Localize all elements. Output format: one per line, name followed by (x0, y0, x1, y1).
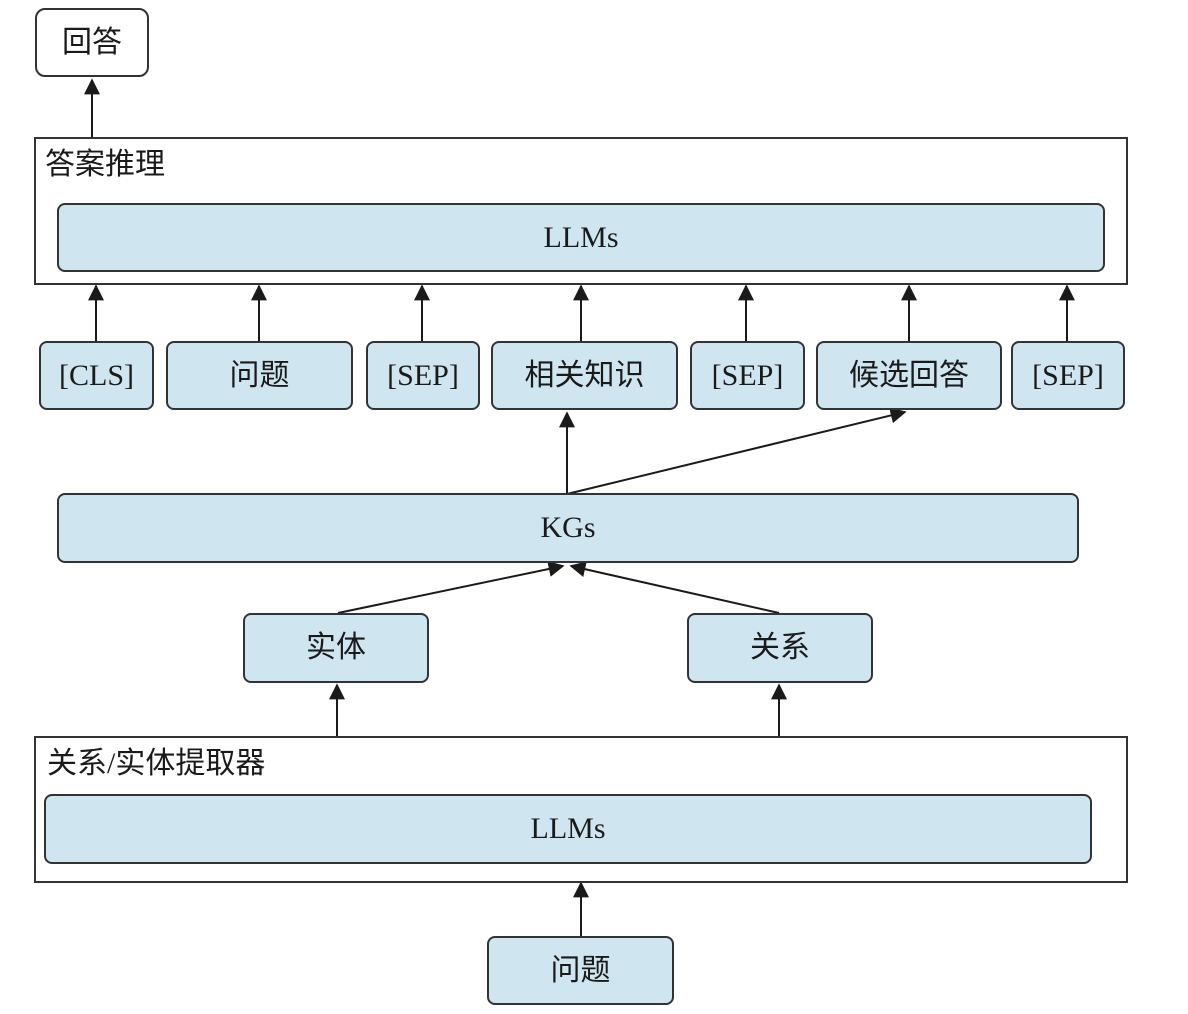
relation-node: 关系 (687, 613, 873, 683)
token-question: 问题 (166, 341, 353, 410)
extractor-title: 关系/实体提取器 (47, 747, 266, 780)
arrow-entity-to-kgs (337, 561, 565, 614)
answer-reasoning-title: 答案推理 (45, 148, 165, 181)
extractor-llm: LLMs (44, 794, 1092, 864)
token-sep-3: [SEP] (1011, 341, 1125, 410)
answer-reasoning-llm: LLMs (57, 203, 1105, 272)
entity-node: 实体 (243, 613, 429, 683)
question-node: 问题 (487, 936, 674, 1005)
answer-node: 回答 (35, 8, 149, 77)
kgs-node: KGs (57, 493, 1079, 563)
token-related-knowledge: 相关知识 (491, 341, 678, 410)
arrow-relation-to-kgs (569, 561, 780, 614)
token-cls: [CLS] (39, 341, 154, 410)
token-candidate-answer: 候选回答 (816, 341, 1002, 410)
arrow-kgs-to-candidate (566, 407, 907, 495)
token-sep-2: [SEP] (690, 341, 805, 410)
token-sep-1: [SEP] (366, 341, 480, 410)
